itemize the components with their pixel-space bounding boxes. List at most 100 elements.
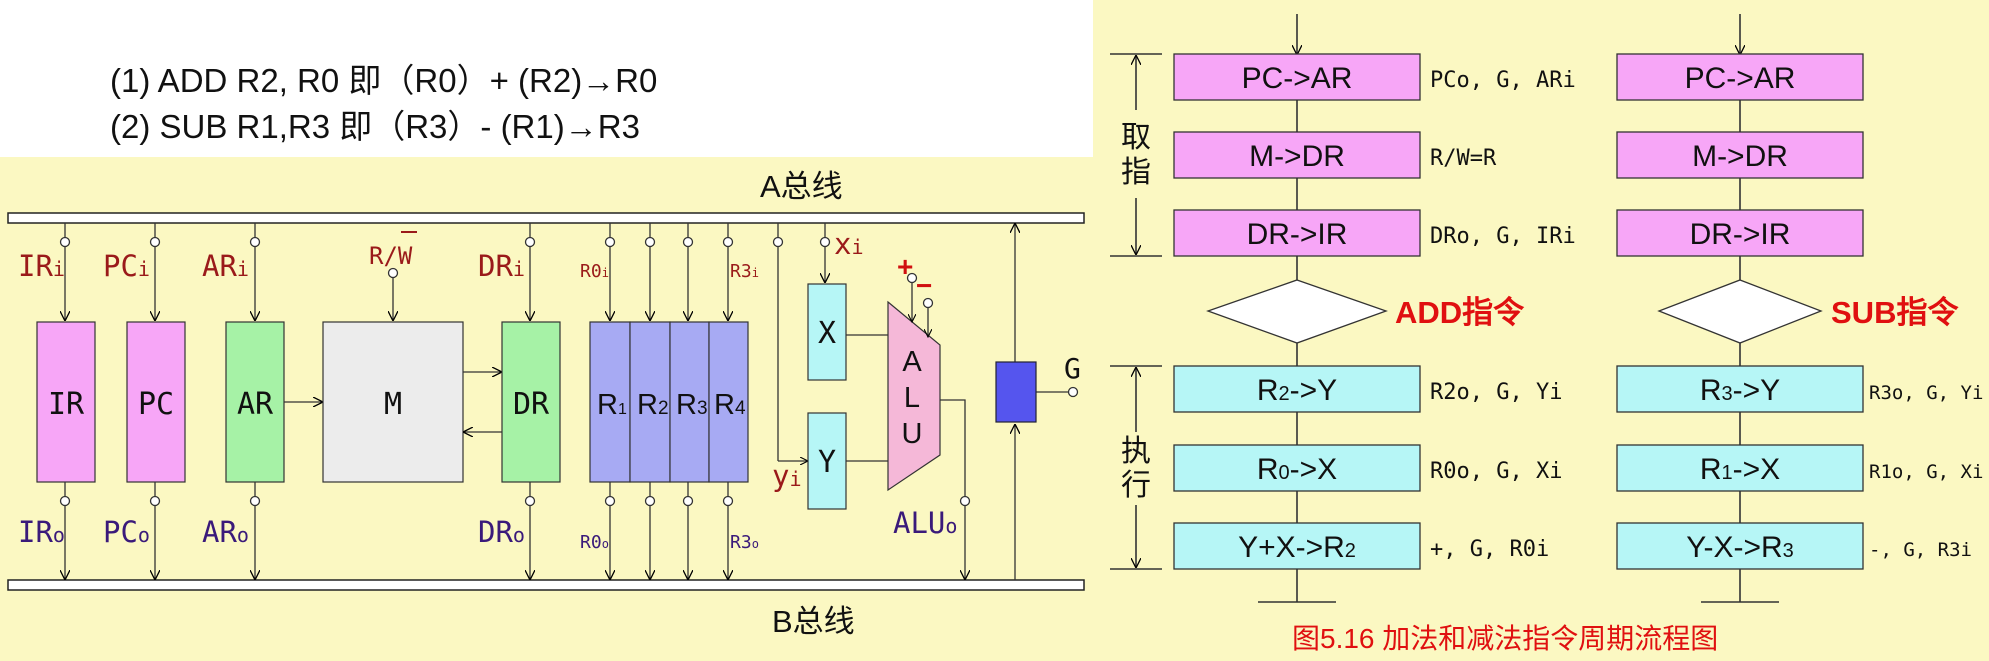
ir-out-label: IRo: [18, 515, 65, 549]
ar-out-label: ARo: [202, 515, 249, 549]
input-wires: [59, 223, 831, 320]
sub-exec-step-3: [1616, 522, 1864, 570]
alu: [887, 300, 941, 492]
sub-signal-3: -, G, R3i: [1869, 539, 1972, 561]
fetch-step-3-add: [1173, 209, 1421, 257]
fetch-signal-3: DRo, G, IRi: [1430, 224, 1576, 249]
x-register-label: X: [818, 316, 836, 351]
ir-in-label: IRi: [18, 249, 65, 283]
memory-m-label: M: [384, 387, 402, 422]
fetch-signal-2: R/W=R: [1430, 146, 1497, 171]
fetch-step-1-add-label: PC->AR: [1242, 62, 1353, 95]
sub-decision-diamond: [1657, 279, 1823, 344]
r3-out-label: R3o: [730, 532, 759, 553]
add-signal-3: +, G, R0i: [1430, 537, 1549, 562]
gp-register-1: [589, 321, 631, 483]
bus-a: [7, 212, 1085, 224]
alu-letter-u: U: [902, 418, 923, 450]
r0-out-label: R0o: [580, 532, 609, 553]
fetch-step-1-sub-label: PC->AR: [1685, 62, 1796, 95]
bus-b: [7, 579, 1085, 591]
alu-letter-a: A: [902, 346, 922, 378]
x-register: [807, 283, 847, 381]
ar-register-label: AR: [237, 387, 274, 422]
bus-a-label: A总线: [760, 169, 843, 204]
sub-exec-step-2-label: R1->X: [1700, 453, 1780, 486]
rw-label: R/W: [369, 242, 413, 270]
g-gate-label: G: [1064, 352, 1081, 385]
xy-to-alu-wires: [846, 334, 888, 462]
add-decision-diamond: [1206, 279, 1388, 344]
gp-register-3-label: R3: [676, 389, 708, 421]
fetch-step-3-sub-label: DR->IR: [1690, 218, 1791, 251]
fetch-label-1: 取: [1121, 121, 1151, 154]
dr-register: [501, 321, 561, 483]
fetch-bracket: [1110, 53, 1162, 257]
dr-in-label: DRi: [478, 249, 525, 283]
add-exec-step-1: [1173, 365, 1421, 413]
alu-control-wires: [906, 272, 934, 338]
add-signal-2: R0o, G, Xi: [1430, 459, 1562, 484]
fetch-step-1-add: [1173, 53, 1421, 101]
alu-letter-l: L: [904, 382, 920, 414]
sub-exec-step-1: [1616, 365, 1864, 413]
fetch-step-3-add-label: DR->IR: [1247, 218, 1348, 251]
pc-out-label: PCo: [103, 515, 150, 549]
x-in-label: xi: [834, 227, 864, 261]
fetch-step-2-add-label: M->DR: [1249, 140, 1345, 173]
exec-bracket: [1110, 365, 1162, 570]
pc-register-label: PC: [138, 387, 174, 422]
alu-minus: −: [916, 270, 932, 301]
alu-plus: +: [897, 251, 913, 282]
fetch-label-2: 指: [1121, 156, 1151, 189]
y-register-label: Y: [818, 445, 836, 480]
general-registers: R1 R2 R3 R4: [589, 321, 749, 483]
flow-lines: [1258, 14, 1779, 603]
ir-register: [36, 321, 96, 483]
fetch-step-3-sub: [1616, 209, 1864, 257]
add-exec-step-3-label: Y+X->R2: [1238, 531, 1356, 564]
fetch-step-1-sub: [1616, 53, 1864, 101]
gp-register-4-label: R4: [714, 389, 746, 421]
bus-b-label: B总线: [772, 604, 855, 639]
figure-caption: 图5.16 加法和减法指令周期流程图: [1292, 623, 1718, 654]
sub-instruction-title: SUB指令: [1831, 295, 1959, 330]
ar-in-label: ARi: [202, 249, 249, 283]
dr-register-label: DR: [513, 387, 550, 422]
add-signal-1: R2o, G, Yi: [1430, 380, 1562, 405]
r3-in-label: R3i: [730, 261, 759, 282]
add-exec-step-2: [1173, 444, 1421, 492]
pc-in-label: PCi: [103, 249, 150, 283]
memory-m: [322, 321, 464, 483]
y-input-wire: [772, 223, 809, 461]
gp-register-3: [669, 321, 710, 483]
y-register: [807, 412, 847, 510]
g-gate-wires: [1015, 224, 1079, 580]
ir-register-label: IR: [48, 387, 85, 422]
exec-label-2: 行: [1121, 469, 1151, 502]
sub-signal-2: R1o, G, Xi: [1869, 461, 1983, 483]
add-exec-step-1-label: R2->Y: [1257, 374, 1337, 407]
instruction-sub: (2) SUB R1,R3 即（R3）- (R1)→R3: [110, 108, 640, 145]
y-in-label: yi: [772, 459, 802, 493]
fetch-signal-1: PCo, G, ARi: [1430, 68, 1576, 93]
fetch-step-2-add: [1173, 131, 1421, 179]
sub-exec-step-2: [1616, 444, 1864, 492]
dr-out-label: DRo: [478, 515, 525, 549]
sub-signal-1: R3o, G, Yi: [1869, 382, 1983, 404]
exec-label-1: 执: [1121, 435, 1151, 468]
pc-register: [126, 321, 186, 483]
add-exec-step-2-label: R0->X: [1257, 453, 1337, 486]
g-gate: [995, 361, 1037, 423]
alu-out-label: ALUo: [893, 506, 957, 540]
instruction-add: (1) ADD R2, R0 即（R0）+ (R2)→R0: [110, 62, 657, 99]
add-instruction-title: ADD指令: [1395, 295, 1525, 330]
sub-exec-step-1-label: R3->Y: [1700, 374, 1780, 407]
sub-exec-step-3-label: Y-X->R3: [1686, 531, 1794, 564]
gp-register-1-label: R1: [597, 389, 627, 421]
ar-register: [225, 321, 285, 483]
add-exec-step-3: [1173, 522, 1421, 570]
gp-register-2-label: R2: [637, 389, 669, 421]
fetch-step-2-sub: [1616, 131, 1864, 179]
